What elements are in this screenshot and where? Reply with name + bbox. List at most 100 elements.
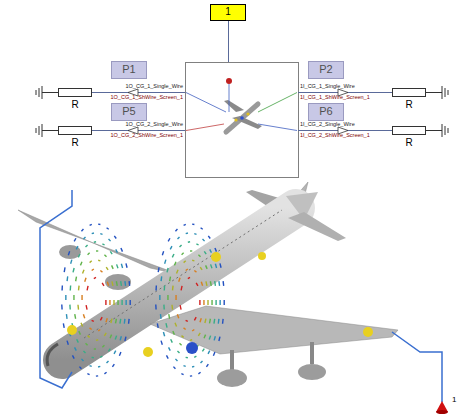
field-arrow (83, 270, 84, 274)
field-arrow (169, 277, 171, 282)
field-arrow (188, 241, 190, 243)
wire (42, 130, 58, 131)
field-arrow (204, 335, 206, 339)
field-arrow (104, 372, 106, 374)
field-arrow (194, 271, 196, 273)
field-arrow (74, 238, 76, 241)
field-arrow (182, 336, 184, 338)
field-arrow (98, 260, 100, 262)
field-arrow (124, 281, 126, 286)
field-arrow (61, 286, 63, 291)
wire (92, 130, 185, 131)
field-arrow (98, 329, 100, 331)
field-arrow (200, 267, 202, 270)
field-arrow (102, 345, 104, 347)
field-vectors (62, 224, 224, 376)
field-arrow (81, 295, 82, 300)
field-arrow (190, 375, 192, 377)
field-arrow (188, 277, 190, 278)
field-arrow (119, 352, 121, 356)
field-arrow (94, 348, 96, 349)
field-arrow (201, 228, 203, 230)
node-text: 1 (219, 6, 237, 19)
field-arrow (173, 331, 175, 335)
port-label-box: P6 (308, 103, 344, 121)
field-arrow (121, 300, 122, 305)
field-arrow (110, 251, 112, 254)
field-arrow (181, 373, 183, 375)
field-arrow (61, 305, 63, 310)
field-arrow (128, 319, 130, 324)
field-arrow (184, 224, 186, 226)
field-arrow (207, 300, 208, 305)
field-arrow (166, 323, 167, 327)
field-arrow (167, 295, 168, 300)
field-arrow (73, 295, 74, 300)
field-arrow (196, 283, 198, 286)
field-arrow (223, 300, 224, 305)
field-arrow (81, 323, 82, 327)
node-text: P2 (317, 63, 335, 77)
probe-points (67, 252, 373, 357)
field-arrow (111, 319, 112, 323)
field-arrow (63, 323, 65, 328)
far-wing (18, 210, 178, 274)
field-arrow (112, 281, 113, 285)
ground-symbols (36, 86, 448, 137)
field-arrow (120, 336, 121, 340)
field-arrow (100, 233, 102, 235)
resistor-symbol: R (58, 88, 92, 97)
field-arrow (164, 286, 166, 291)
field-arrow (94, 277, 96, 278)
field-arrow (168, 238, 170, 241)
pin-name: 1O_CG_2_Single_Wire (126, 122, 183, 128)
field-arrow (208, 351, 210, 354)
field-arrow (209, 336, 210, 340)
field-arrow (220, 263, 221, 267)
field-arrow (109, 300, 110, 305)
pin-name: 1I_CG_2_Single_Wire (300, 122, 355, 128)
field-arrow (114, 236, 116, 239)
pylon (310, 342, 314, 364)
field-arrow (115, 336, 116, 340)
field-arrow (171, 305, 173, 310)
field-arrow (74, 314, 76, 319)
field-arrow (108, 349, 110, 352)
field-arrow (86, 245, 88, 247)
field-arrow (171, 339, 173, 342)
field-arrow (214, 336, 215, 340)
engine (59, 245, 81, 259)
field-arrow (119, 319, 121, 324)
field-arrow (92, 320, 94, 321)
field-arrow (69, 305, 71, 310)
field-arrow (208, 236, 210, 239)
field-arrow (117, 300, 118, 305)
field-arrow (77, 305, 79, 310)
field-arrow (175, 359, 177, 361)
field-arrow (219, 337, 220, 341)
field-arrow (194, 317, 196, 320)
field-arrow (96, 375, 98, 377)
field-arrow (214, 281, 216, 286)
field-arrow (204, 251, 206, 254)
field-arrow (172, 254, 174, 257)
pin-name: 1I_CG_1_Single_Wire (300, 84, 355, 90)
field-arrow (68, 251, 69, 255)
field-arrow (206, 364, 208, 367)
field-arrow (192, 366, 194, 368)
field-arrow (129, 300, 130, 305)
field-arrow (79, 367, 81, 369)
field-arrow (66, 276, 68, 281)
field-arrow (155, 286, 157, 291)
field-arrow (78, 254, 80, 257)
field-arrow (126, 263, 127, 267)
field-arrow (210, 249, 212, 252)
field-arrow (162, 251, 163, 255)
field-arrow (180, 286, 182, 291)
field-arrow (205, 319, 206, 323)
node-text: P6 (317, 105, 335, 119)
field-arrow (100, 356, 102, 357)
field-arrow (206, 281, 207, 285)
